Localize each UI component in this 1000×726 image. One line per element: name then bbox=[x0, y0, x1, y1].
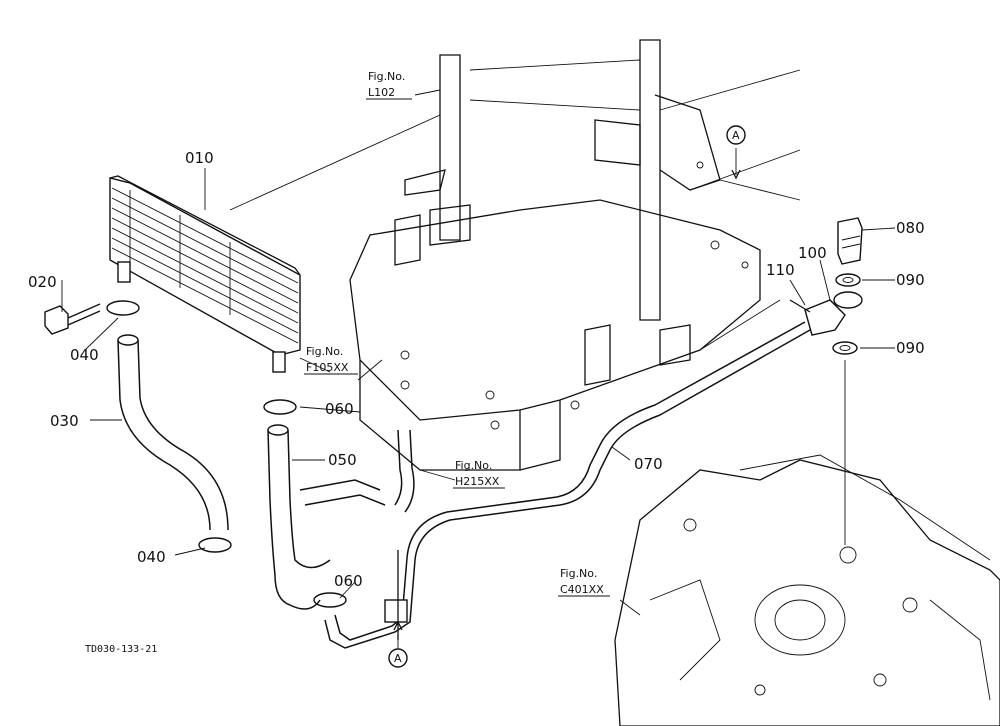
svg-text:Fig.No.: Fig.No. bbox=[368, 70, 405, 83]
svg-text:L102: L102 bbox=[368, 86, 395, 99]
marker-a-top: A bbox=[726, 125, 746, 180]
fig-ref-h215: Fig.No. H215XX bbox=[453, 459, 505, 489]
oil-cooler-icon bbox=[109, 175, 301, 373]
label-060-bottom: 060 bbox=[334, 572, 363, 590]
marker-a-bottom: A bbox=[388, 620, 408, 668]
label-090-top: 090 bbox=[896, 271, 925, 289]
label-070: 070 bbox=[634, 455, 663, 473]
svg-text:A: A bbox=[732, 129, 740, 142]
svg-text:F105XX: F105XX bbox=[306, 361, 349, 374]
hose-icon bbox=[117, 334, 415, 610]
label-100: 100 bbox=[798, 244, 827, 262]
svg-text:Fig.No.: Fig.No. bbox=[306, 345, 343, 358]
oil-pipe-icon bbox=[324, 321, 811, 649]
label-030: 030 bbox=[50, 412, 79, 430]
frame-bracket-icon bbox=[349, 39, 801, 471]
transmission-case-icon bbox=[614, 454, 1000, 726]
label-080: 080 bbox=[896, 219, 925, 237]
svg-text:Fig.No.: Fig.No. bbox=[560, 567, 597, 580]
label-050: 050 bbox=[328, 451, 357, 469]
svg-text:A: A bbox=[394, 652, 402, 665]
label-040-top: 040 bbox=[70, 346, 99, 364]
label-060-top: 060 bbox=[325, 400, 354, 418]
fig-ref-l102: Fig.No. L102 bbox=[366, 70, 412, 100]
drawing-code: TD030-133-21 bbox=[85, 644, 157, 655]
label-040-bottom: 040 bbox=[137, 548, 166, 566]
svg-text:H215XX: H215XX bbox=[455, 475, 500, 488]
bolt-icon bbox=[44, 303, 101, 335]
hose-clamp-icon bbox=[106, 300, 347, 608]
label-010: 010 bbox=[185, 149, 214, 167]
leader-lines bbox=[61, 89, 896, 648]
fig-ref-f105: Fig.No. F105XX bbox=[304, 345, 358, 375]
svg-text:Fig.No.: Fig.No. bbox=[455, 459, 492, 472]
label-110: 110 bbox=[766, 261, 795, 279]
svg-text:C401XX: C401XX bbox=[560, 583, 604, 596]
label-090-bottom: 090 bbox=[896, 339, 925, 357]
eye-joint-bolt-icon bbox=[789, 217, 863, 336]
label-020: 020 bbox=[28, 273, 57, 291]
washer-icon bbox=[832, 273, 861, 355]
fig-ref-c401: Fig.No. C401XX bbox=[558, 567, 610, 597]
